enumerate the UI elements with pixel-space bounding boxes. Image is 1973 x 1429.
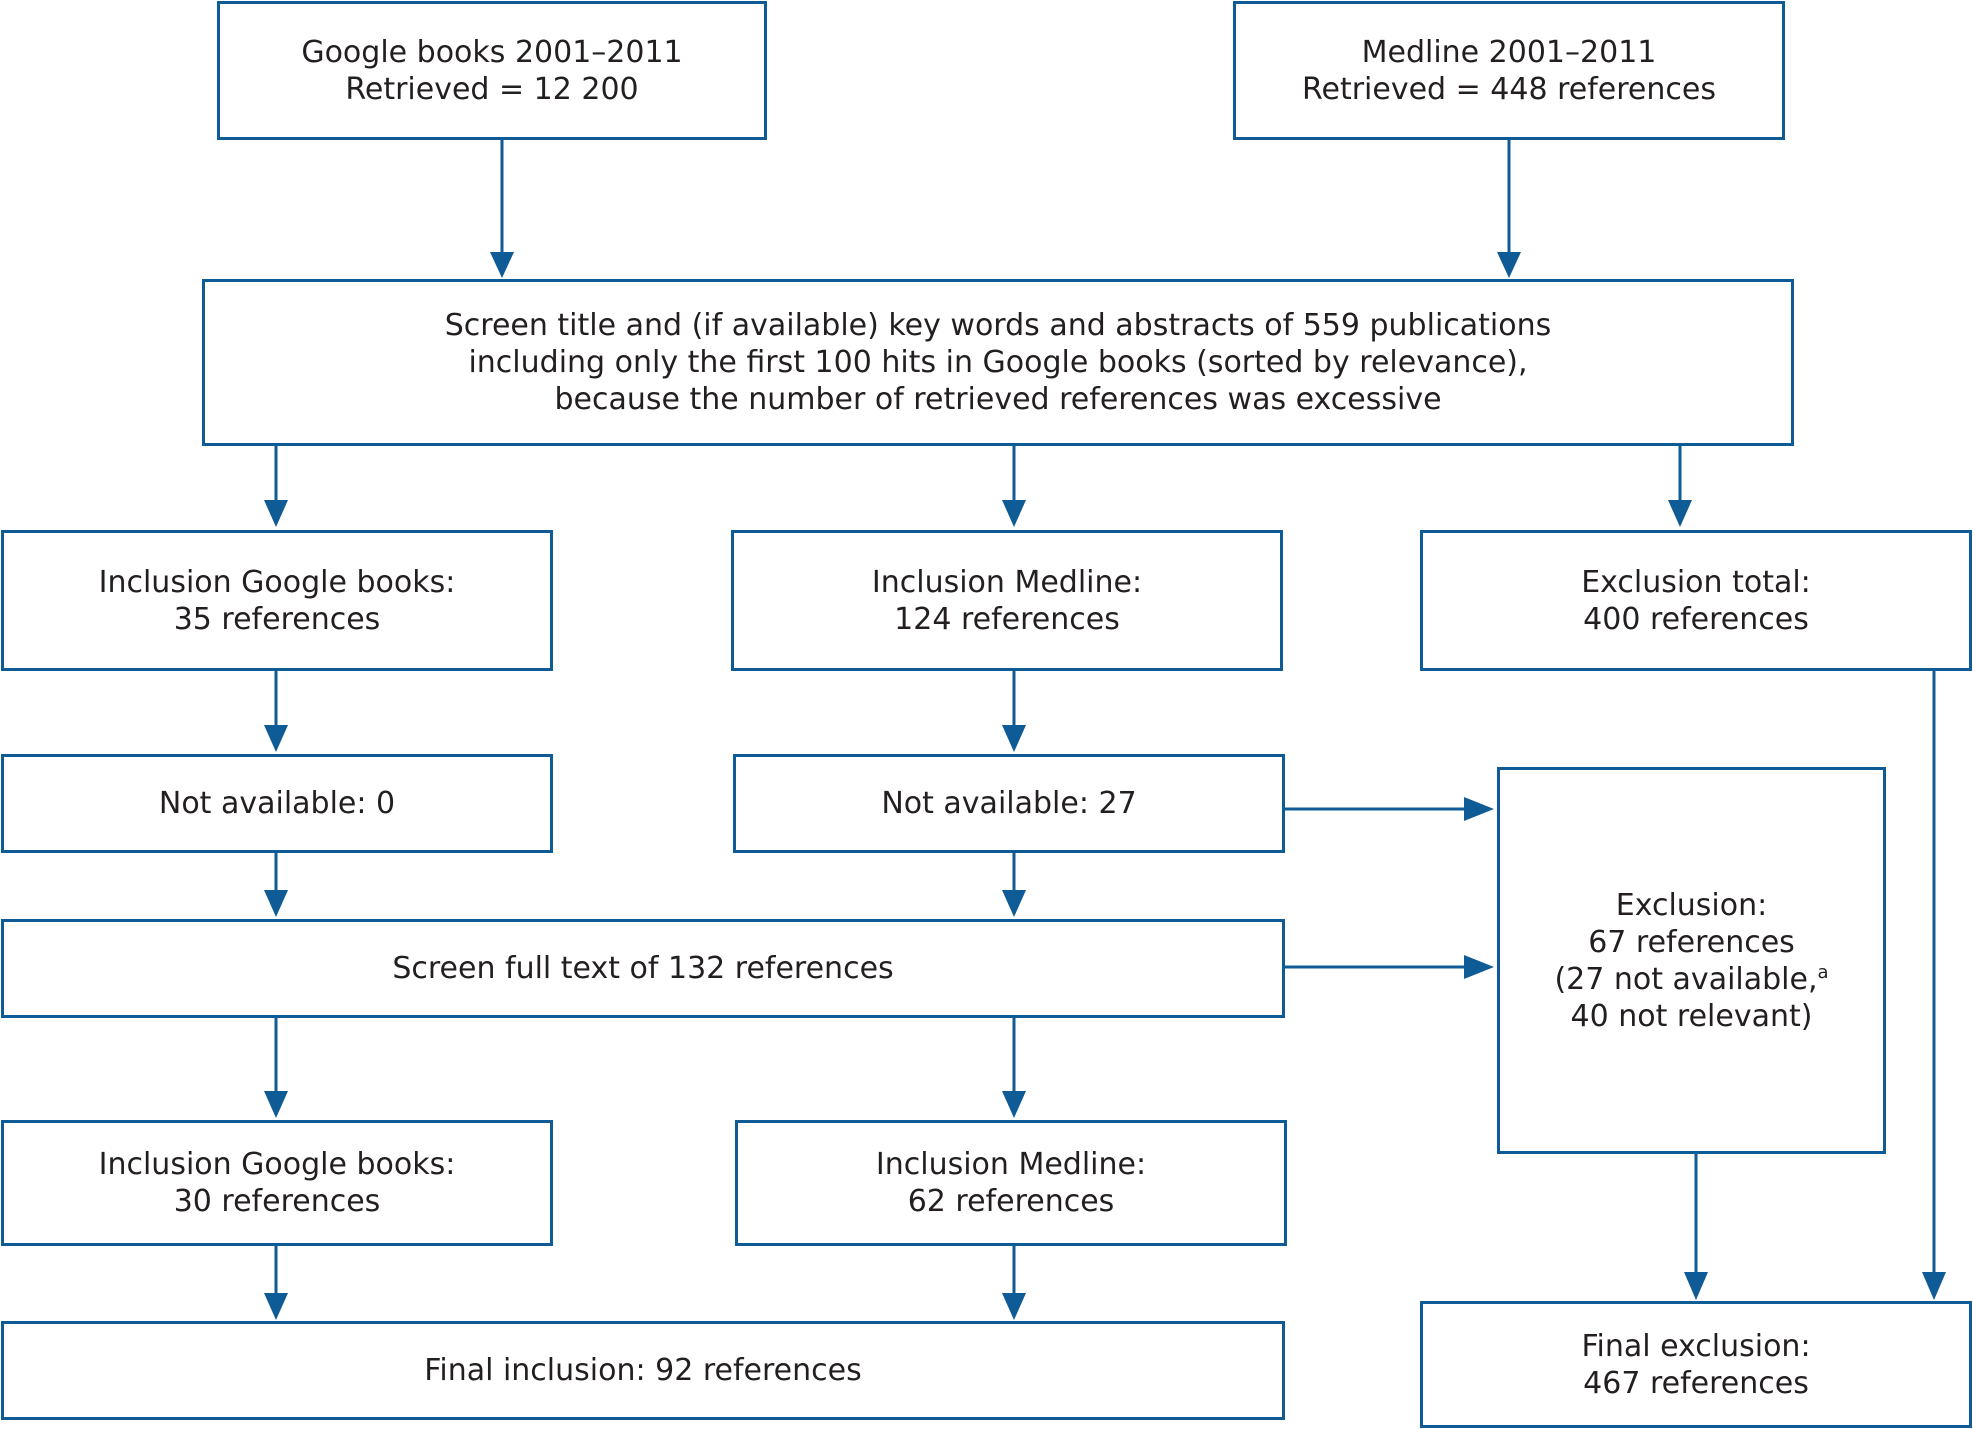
screen-titles-line-1: Screen title and (if available) key word…	[444, 308, 1552, 343]
inclusion-medline-2-count: 62 references	[907, 1184, 1115, 1219]
arrowhead-fulltext-to-incl-google	[264, 1091, 288, 1118]
google-retrieved-count: Retrieved = 12 200	[345, 71, 639, 107]
exclusion-67-label: Exclusion:	[1615, 887, 1768, 923]
medline-retrieved-count: Retrieved = 448 references	[1302, 71, 1716, 107]
arrowhead-exclusion-to-final-excl	[1684, 1272, 1708, 1300]
arrowhead-fulltext-to-exclusion	[1464, 955, 1494, 979]
arrowhead-google-to-screen	[490, 252, 514, 278]
final-inclusion-box: Final inclusion: 92 references	[1, 1321, 1285, 1420]
arrowhead-fulltext-to-incl-medline	[1002, 1091, 1026, 1118]
arrowhead-screen-to-excl-total	[1668, 500, 1692, 527]
inclusion-google-2-count: 30 references	[173, 1184, 381, 1219]
not-available-google-label: Not available: 0	[158, 786, 396, 821]
google-retrieved-box: Google books 2001–2011 Retrieved = 12 20…	[217, 1, 767, 140]
arrowhead-medline-to-screen	[1497, 252, 1521, 278]
arrowhead-incl-medline-to-na	[1002, 725, 1026, 752]
exclusion-67-count: 67 references	[1588, 924, 1795, 960]
screen-full-text-box: Screen full text of 132 references	[1, 919, 1285, 1018]
exclusion-67-not-available-text: (27 not available,	[1554, 961, 1818, 997]
final-exclusion-count: 467 references	[1583, 1365, 1809, 1401]
exclusion-total-count: 400 references	[1583, 601, 1809, 637]
not-available-medline-label: Not available: 27	[881, 786, 1137, 821]
not-available-google-box: Not available: 0	[1, 754, 553, 853]
inclusion-google-box-1: Inclusion Google books: 35 references	[1, 530, 553, 671]
screen-full-text-label: Screen full text of 132 references	[392, 951, 894, 986]
arrowhead-na-medline-to-exclusion	[1464, 797, 1494, 821]
inclusion-google-1-label: Inclusion Google books:	[98, 564, 456, 600]
not-available-medline-box: Not available: 27	[733, 754, 1285, 853]
arrowhead-incl-google-to-final	[264, 1293, 288, 1320]
inclusion-google-box-2: Inclusion Google books: 30 references	[1, 1120, 553, 1246]
exclusion-67-not-relevant: 40 not relevant)	[1570, 998, 1813, 1034]
inclusion-medline-box-2: Inclusion Medline: 62 references	[735, 1120, 1287, 1246]
inclusion-medline-1-count: 124 references	[894, 601, 1120, 637]
inclusion-google-1-count: 35 references	[173, 601, 381, 637]
final-exclusion-label: Final exclusion:	[1581, 1328, 1811, 1364]
inclusion-google-2-label: Inclusion Google books:	[98, 1147, 456, 1182]
arrowhead-na-google-to-fulltext	[264, 890, 288, 917]
arrowhead-incl-google-to-na	[264, 725, 288, 752]
screen-titles-line-2: including only the first 100 hits in Goo…	[468, 345, 1528, 380]
arrowhead-screen-to-incl-medline	[1002, 500, 1026, 527]
inclusion-medline-box-1: Inclusion Medline: 124 references	[731, 530, 1283, 671]
final-exclusion-box: Final exclusion: 467 references	[1420, 1301, 1972, 1428]
screen-titles-box: Screen title and (if available) key word…	[202, 279, 1794, 446]
screen-titles-line-3: because the number of retrieved referenc…	[554, 382, 1442, 417]
exclusion-67-box: Exclusion: 67 references (27 not availab…	[1497, 767, 1886, 1154]
google-retrieved-title: Google books 2001–2011	[301, 34, 683, 70]
medline-retrieved-title: Medline 2001–2011	[1361, 34, 1657, 70]
arrowhead-incl-medline-to-final	[1002, 1293, 1026, 1320]
arrowhead-excl-total-to-final-excl	[1922, 1272, 1946, 1300]
arrowhead-na-medline-to-fulltext	[1002, 890, 1026, 917]
exclusion-total-box: Exclusion total: 400 references	[1420, 530, 1972, 671]
exclusion-67-not-available: (27 not available,a	[1554, 961, 1828, 998]
footnote-a: a	[1817, 961, 1829, 983]
arrowhead-screen-to-incl-google	[264, 500, 288, 527]
final-inclusion-label: Final inclusion: 92 references	[424, 1353, 862, 1388]
inclusion-medline-1-label: Inclusion Medline:	[871, 564, 1143, 600]
inclusion-medline-2-label: Inclusion Medline:	[875, 1147, 1147, 1182]
medline-retrieved-box: Medline 2001–2011 Retrieved = 448 refere…	[1233, 1, 1785, 140]
exclusion-total-label: Exclusion total:	[1581, 564, 1811, 600]
